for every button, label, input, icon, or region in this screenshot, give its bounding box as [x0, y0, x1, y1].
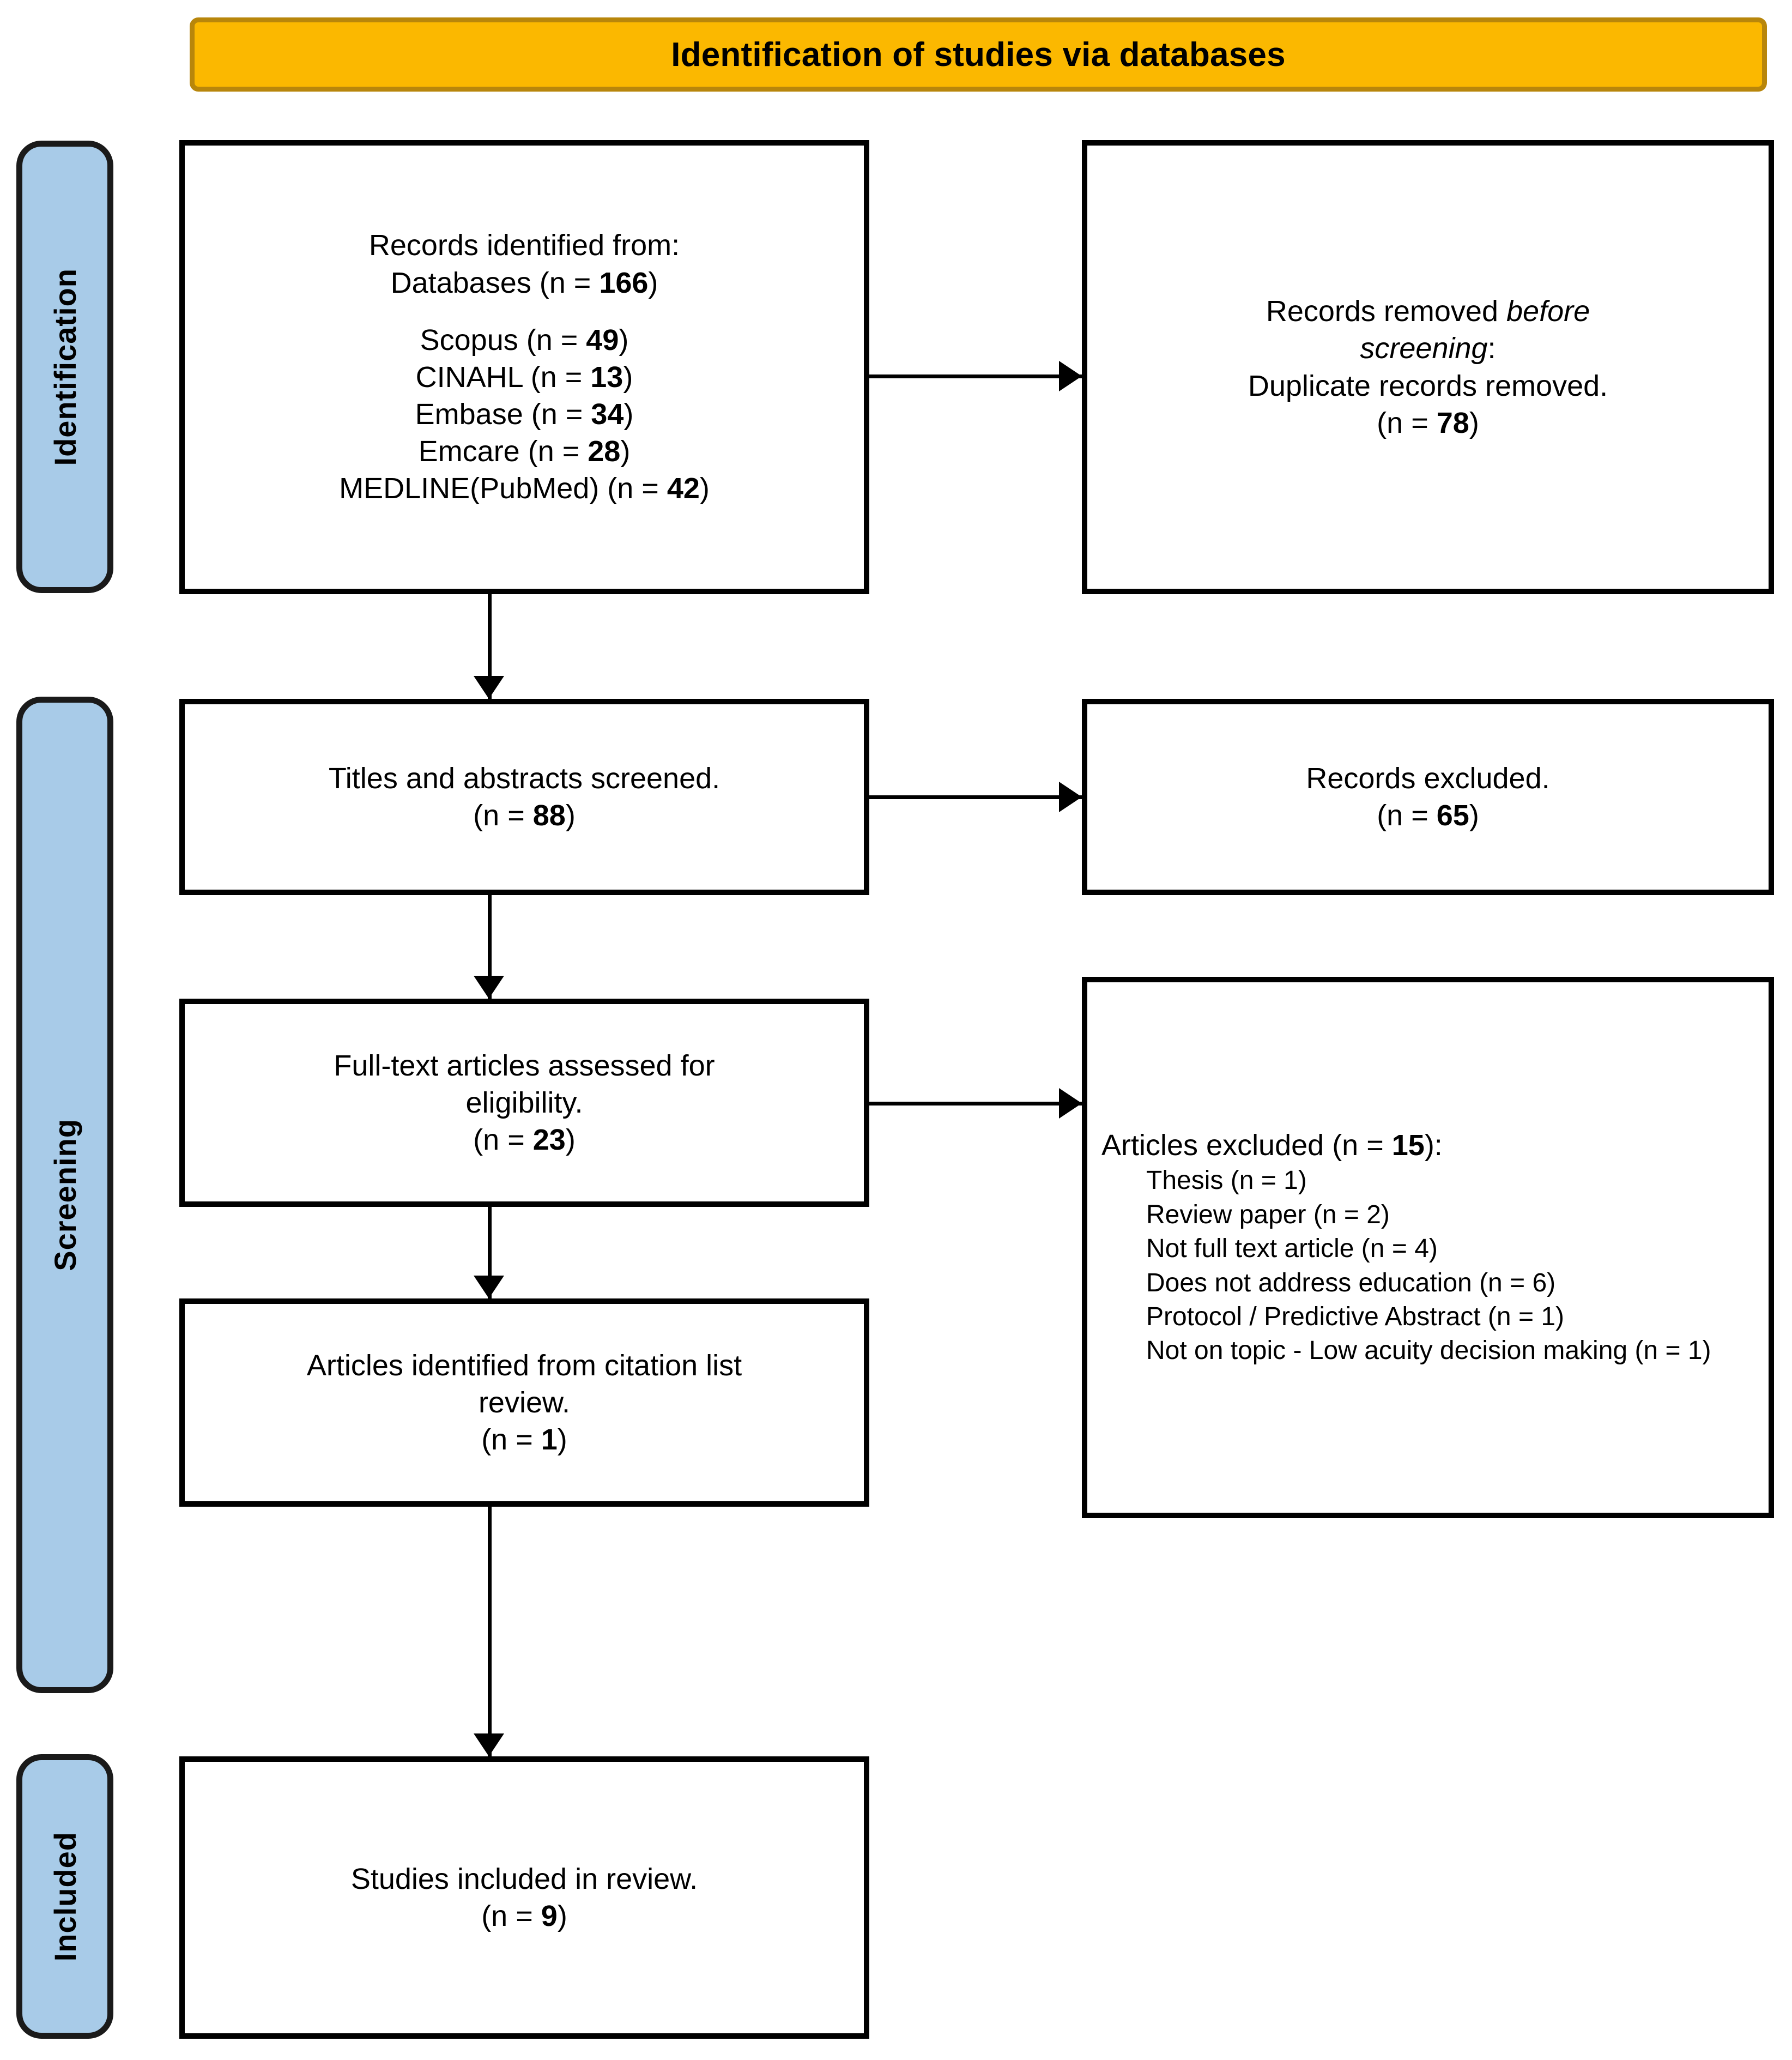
titles-screened-count-suffix: ): [565, 799, 576, 832]
source-cinahl-count: 13: [590, 361, 623, 394]
records-excluded-count-suffix: ): [1469, 799, 1479, 832]
box-titles-screened-text: Titles and abstracts screened. (n = 88): [329, 760, 720, 834]
records-excluded-count-prefix: (n =: [1377, 799, 1437, 832]
studies-included-count-prefix: (n =: [481, 1900, 541, 1932]
connector-fulltext-to-citation-review: [488, 1207, 492, 1298]
records-removed-count-prefix: (n =: [1377, 406, 1437, 439]
citation-review-count-prefix: (n =: [481, 1423, 541, 1457]
records-identified-heading: Records identified from:: [368, 229, 680, 262]
arrowhead-right-icon: [1059, 1088, 1082, 1119]
box-records-excluded: Records excluded. (n = 65): [1082, 699, 1774, 895]
connector-fulltext-to-articles-excluded: [869, 1102, 1082, 1105]
box-fulltext-articles-assessed: Full-text articles assessed for eligibil…: [179, 999, 869, 1207]
records-removed-line2-italic: screening: [1360, 332, 1488, 365]
source-cinahl-prefix: CINAHL (n =: [415, 361, 591, 394]
connector-identified-to-screened: [488, 594, 492, 699]
box-records-identified: Records identified from: Databases (n = …: [179, 140, 869, 594]
titles-screened-line1: Titles and abstracts screened.: [328, 762, 721, 795]
arrowhead-down-icon: [474, 676, 504, 699]
titles-screened-count: 88: [532, 799, 566, 832]
source-emcare-prefix: Emcare (n =: [418, 435, 588, 468]
source-scopus-suffix: ): [619, 324, 629, 357]
source-medline-count: 42: [667, 472, 700, 505]
connector-screened-to-fulltext: [488, 895, 492, 999]
list-item: Thesis (n = 1): [1146, 1166, 1307, 1195]
box-articles-excluded-text: Articles excluded (n = 15): Thesis (n = …: [1101, 1127, 1754, 1368]
banner-title: Identification of studies via databases: [671, 35, 1286, 74]
stage-label-included-text: Included: [47, 1831, 82, 1962]
stage-label-screening: Screening: [16, 697, 113, 1693]
box-citation-review-text: Articles identified from citation list r…: [307, 1347, 742, 1458]
records-removed-line1-plain: Records removed: [1266, 295, 1507, 328]
fulltext-assessed-count-prefix: (n =: [473, 1123, 533, 1157]
records-removed-line3: Duplicate records removed.: [1248, 369, 1608, 402]
records-identified-databases-prefix: Databases (n =: [390, 266, 600, 299]
stage-label-included: Included: [16, 1754, 113, 2039]
box-records-removed-text: Records removed before screening: Duplic…: [1248, 293, 1608, 441]
source-medline-prefix: MEDLINE(PubMed) (n =: [339, 472, 667, 505]
records-removed-count: 78: [1436, 406, 1469, 439]
source-medline-suffix: ): [699, 472, 710, 505]
arrowhead-right-icon: [1059, 782, 1082, 812]
articles-excluded-heading-prefix: Articles excluded (n =: [1101, 1129, 1392, 1162]
articles-excluded-reason-list: Thesis (n = 1) Review paper (n = 2) Not …: [1101, 1164, 1754, 1368]
stage-label-identification-text: Identification: [47, 268, 82, 466]
arrowhead-down-icon: [474, 1276, 504, 1298]
records-removed-line1-italic: before: [1506, 295, 1590, 328]
records-identified-spacer: [339, 301, 710, 322]
citation-review-line2: review.: [478, 1386, 571, 1419]
source-scopus-prefix: Scopus (n =: [420, 324, 586, 357]
fulltext-assessed-line2: eligibility.: [465, 1086, 583, 1119]
list-item: Not full text article (n = 4): [1146, 1234, 1438, 1264]
articles-excluded-heading-suffix: ):: [1424, 1129, 1443, 1162]
records-identified-databases-count: 166: [599, 266, 649, 299]
source-embase-count: 34: [591, 398, 624, 431]
fulltext-assessed-line1: Full-text articles assessed for: [334, 1049, 715, 1082]
citation-review-count: 1: [541, 1423, 558, 1457]
box-records-excluded-text: Records excluded. (n = 65): [1306, 760, 1549, 834]
studies-included-count-suffix: ): [557, 1900, 567, 1932]
source-cinahl-suffix: ): [623, 361, 633, 394]
source-embase-prefix: Embase (n =: [415, 398, 591, 431]
source-emcare-count: 28: [588, 435, 621, 468]
fulltext-assessed-count-suffix: ): [565, 1123, 576, 1157]
box-articles-from-citation-list: Articles identified from citation list r…: [179, 1298, 869, 1507]
arrowhead-down-icon: [474, 976, 504, 999]
records-removed-line2-plain: :: [1487, 332, 1496, 365]
records-excluded-count: 65: [1436, 799, 1469, 832]
arrowhead-right-icon: [1059, 361, 1082, 391]
box-records-removed-before-screening: Records removed before screening: Duplic…: [1082, 140, 1774, 594]
box-titles-abstracts-screened: Titles and abstracts screened. (n = 88): [179, 699, 869, 895]
list-item: Not on topic - Low acuity decision makin…: [1146, 1336, 1711, 1366]
connector-screened-to-excluded: [869, 795, 1082, 799]
connector-citation-review-to-included: [488, 1507, 492, 1756]
source-embase-suffix: ): [623, 398, 634, 431]
box-studies-included-in-review: Studies included in review. (n = 9): [179, 1756, 869, 2039]
citation-review-line1: Articles identified from citation list: [306, 1349, 742, 1382]
records-identified-databases-suffix: ): [648, 266, 658, 299]
source-emcare-suffix: ): [620, 435, 631, 468]
list-item: Protocol / Predictive Abstract (n = 1): [1146, 1302, 1564, 1331]
studies-included-line1: Studies included in review.: [350, 1862, 698, 1895]
source-scopus-count: 49: [586, 324, 619, 357]
records-excluded-line1: Records excluded.: [1306, 762, 1550, 795]
stage-label-identification: Identification: [16, 141, 113, 593]
titles-screened-count-prefix: (n =: [473, 799, 533, 832]
stage-label-screening-text: Screening: [47, 1119, 82, 1271]
studies-included-count: 9: [541, 1900, 558, 1932]
box-studies-included-text: Studies included in review. (n = 9): [351, 1860, 698, 1935]
citation-review-count-suffix: ): [557, 1423, 567, 1457]
box-articles-excluded: Articles excluded (n = 15): Thesis (n = …: [1082, 977, 1774, 1518]
records-removed-count-suffix: ): [1469, 406, 1479, 439]
box-records-identified-text: Records identified from: Databases (n = …: [339, 227, 710, 507]
diagram-header-banner: Identification of studies via databases: [190, 17, 1767, 92]
list-item: Review paper (n = 2): [1146, 1200, 1390, 1229]
box-fulltext-assessed-text: Full-text articles assessed for eligibil…: [334, 1047, 715, 1158]
connector-identified-to-removed: [869, 374, 1082, 378]
arrowhead-down-icon: [474, 1733, 504, 1756]
fulltext-assessed-count: 23: [532, 1123, 566, 1157]
list-item: Does not address education (n = 6): [1146, 1268, 1556, 1297]
articles-excluded-heading-count: 15: [1391, 1129, 1425, 1162]
